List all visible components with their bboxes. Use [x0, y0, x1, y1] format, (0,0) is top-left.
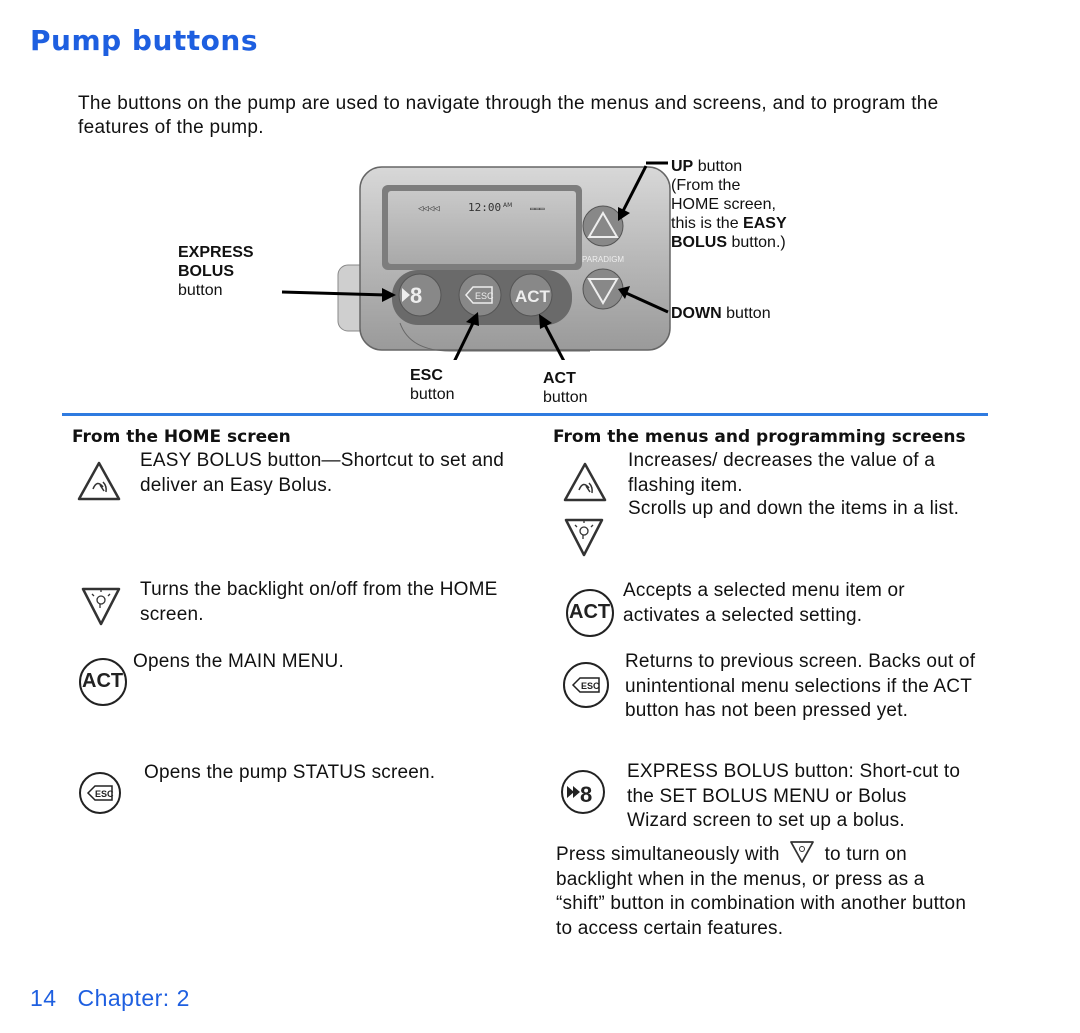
menus-item-accept: Accepts a selected menu item or activate…	[623, 580, 905, 626]
section-divider	[62, 413, 988, 416]
page-footer: 14 Chapter: 2	[30, 985, 204, 1012]
home-item-backlight: Turns the backlight on/off from the HOME…	[140, 579, 498, 625]
home-item-main-menu: Opens the MAIN MENU.	[133, 651, 344, 672]
esc-icon: ESC	[79, 772, 121, 814]
express-bolus-button	[398, 273, 442, 317]
menus-item-increase: Increases/ decreases the value of a flas…	[628, 450, 935, 496]
svg-text:ESC: ESC	[581, 681, 600, 691]
down-button-callout: DOWN button	[671, 305, 771, 322]
home-item-easy-bolus: EASY BOLUS button—Shortcut to set and de…	[140, 450, 505, 496]
lcd-screen	[388, 191, 576, 264]
menus-item-express-bolus: EXPRESS BOLUS button: Short-cut to the S…	[627, 761, 961, 831]
esc-button-label: ESC	[475, 291, 494, 301]
svg-text:ESC: ESC	[95, 789, 114, 799]
act-button-label: ACT	[515, 287, 551, 306]
menus-item-esc: Returns to previous screen. Backs out of…	[625, 651, 976, 721]
up-arrow-icon	[77, 461, 121, 501]
menus-heading: From the menus and programming screens	[553, 427, 966, 447]
esc-button	[458, 273, 502, 317]
chapter-label: Chapter: 2	[77, 985, 190, 1011]
battery-indicator: ◁◁◁◁	[418, 204, 440, 214]
time-display: 12:00	[468, 201, 501, 214]
intro-paragraph: The buttons on the pump are used to navi…	[78, 93, 939, 138]
reservoir-indicator: ▭▭▭	[530, 204, 545, 213]
act-button	[509, 273, 553, 317]
home-heading: From the HOME screen	[72, 427, 291, 447]
svg-text:8: 8	[410, 283, 422, 308]
esc-icon: ESC	[563, 662, 609, 708]
pump-diagram: ◁◁◁◁ 12:00 AM ▭▭▭ PARADIGM 8 ESC ACT	[281, 161, 671, 360]
up-button-callout: UP button (From the HOME screen, this is…	[671, 158, 787, 251]
menus-item-scroll: Scrolls up and down the items in a list.	[628, 498, 960, 519]
act-icon: ACT	[566, 589, 614, 637]
brand-label: PARADIGM	[582, 255, 624, 264]
page-number: 14	[30, 985, 57, 1011]
home-item-status: Opens the pump STATUS screen.	[144, 762, 436, 783]
down-arrow-icon	[564, 518, 604, 557]
express-bolus-icon: 8	[561, 770, 605, 814]
svg-text:8: 8	[580, 782, 592, 807]
down-arrow-icon	[81, 587, 121, 626]
ampm-display: AM	[503, 202, 512, 209]
down-arrow-icon	[790, 841, 814, 863]
up-arrow-icon	[563, 462, 607, 502]
press-simultaneously-note: Press simultaneously with to turn on bac…	[556, 840, 976, 941]
page-title: Pump buttons	[30, 24, 259, 57]
act-icon: ACT	[79, 658, 127, 706]
